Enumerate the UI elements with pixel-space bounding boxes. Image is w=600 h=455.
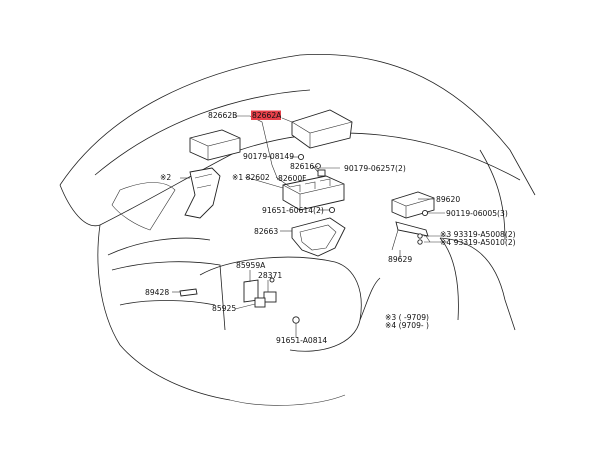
- note-4: ※4 (9709- ): [385, 321, 429, 330]
- highlight-82662A: [251, 110, 281, 120]
- part-82602-relay-block: [282, 175, 345, 211]
- label-93319-A5010: ※4 93319-A5010(2): [440, 238, 516, 247]
- label-93319-A5008: ※3 93319-A5008(2): [440, 230, 516, 239]
- part-89428-sensor: [179, 288, 198, 297]
- label-2: ※2: [160, 173, 171, 182]
- label-82600F: 82600F: [278, 174, 307, 183]
- part-82663-tray: [291, 217, 346, 257]
- label-89629: 89629: [388, 255, 412, 264]
- label-85925: 85925: [212, 304, 236, 313]
- label-82616: 82616: [290, 162, 314, 171]
- label-89428: 89428: [145, 288, 169, 297]
- vehicle-outline: [59, 54, 536, 406]
- label-91651-60614: 91651-60614(2): [262, 206, 324, 215]
- part-2-bracket: [184, 167, 221, 219]
- part-82662A-cover: [291, 109, 353, 149]
- label-85959A: 85959A: [236, 261, 266, 270]
- label-89620: 89620: [436, 195, 460, 204]
- label-28371: 28371: [258, 271, 282, 280]
- label-90179-08149: 90179-08149: [243, 152, 294, 161]
- label-82602: ※1 82602: [232, 173, 270, 182]
- label-91651-A0814: 91651-A0814: [276, 336, 327, 345]
- labels: 82662B 82662A 90179-08149 90179-06257(2)…: [145, 110, 516, 345]
- label-90119-06005: 90119-06005(3): [446, 209, 508, 218]
- note-3: ※3 ( -9709): [385, 313, 429, 322]
- label-82662B: 82662B: [208, 111, 237, 120]
- label-90179-06257: 90179-06257(2): [344, 164, 406, 173]
- label-82662A: 82662A: [252, 111, 282, 120]
- part-82616-connector: [317, 169, 326, 177]
- label-82663: 82663: [254, 227, 278, 236]
- leader-lines: [172, 115, 448, 338]
- part-82662B-box: [189, 129, 241, 161]
- part-28371-relay: [254, 291, 277, 308]
- fasteners: [269, 153, 429, 324]
